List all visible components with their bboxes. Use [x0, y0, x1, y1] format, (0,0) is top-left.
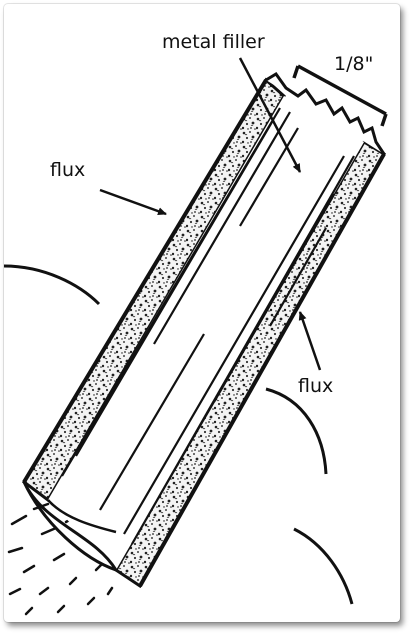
arrow-metal-filler	[238, 57, 302, 173]
flux-left-outer-edge	[22, 78, 268, 484]
flux-right-outer-edge	[138, 153, 386, 587]
label-diameter: 1/8"	[334, 53, 373, 75]
diagram-frame: metal filler 1/8" flux flux	[4, 4, 400, 622]
welding-rod-diagram: metal filler 1/8" flux flux	[4, 31, 388, 616]
arrow-flux-upper	[99, 188, 167, 216]
core-shading-lines	[61, 107, 355, 545]
rod-tip-ellipse	[22, 481, 120, 573]
arc-curve-right-upper	[265, 387, 328, 475]
label-flux-upper: flux	[50, 159, 85, 181]
arc-curve-left	[4, 264, 101, 306]
arrow-flux-lower	[298, 311, 322, 371]
metal-filler-core	[48, 96, 364, 570]
rod-tip-ellipse-edge	[47, 499, 117, 534]
label-metal-filler: metal filler	[162, 31, 265, 53]
rod-broken-top	[265, 72, 386, 155]
diameter-dimension-bracket	[292, 64, 388, 127]
label-flux-lower: flux	[298, 375, 333, 397]
arc-curve-right-lower	[293, 527, 354, 605]
